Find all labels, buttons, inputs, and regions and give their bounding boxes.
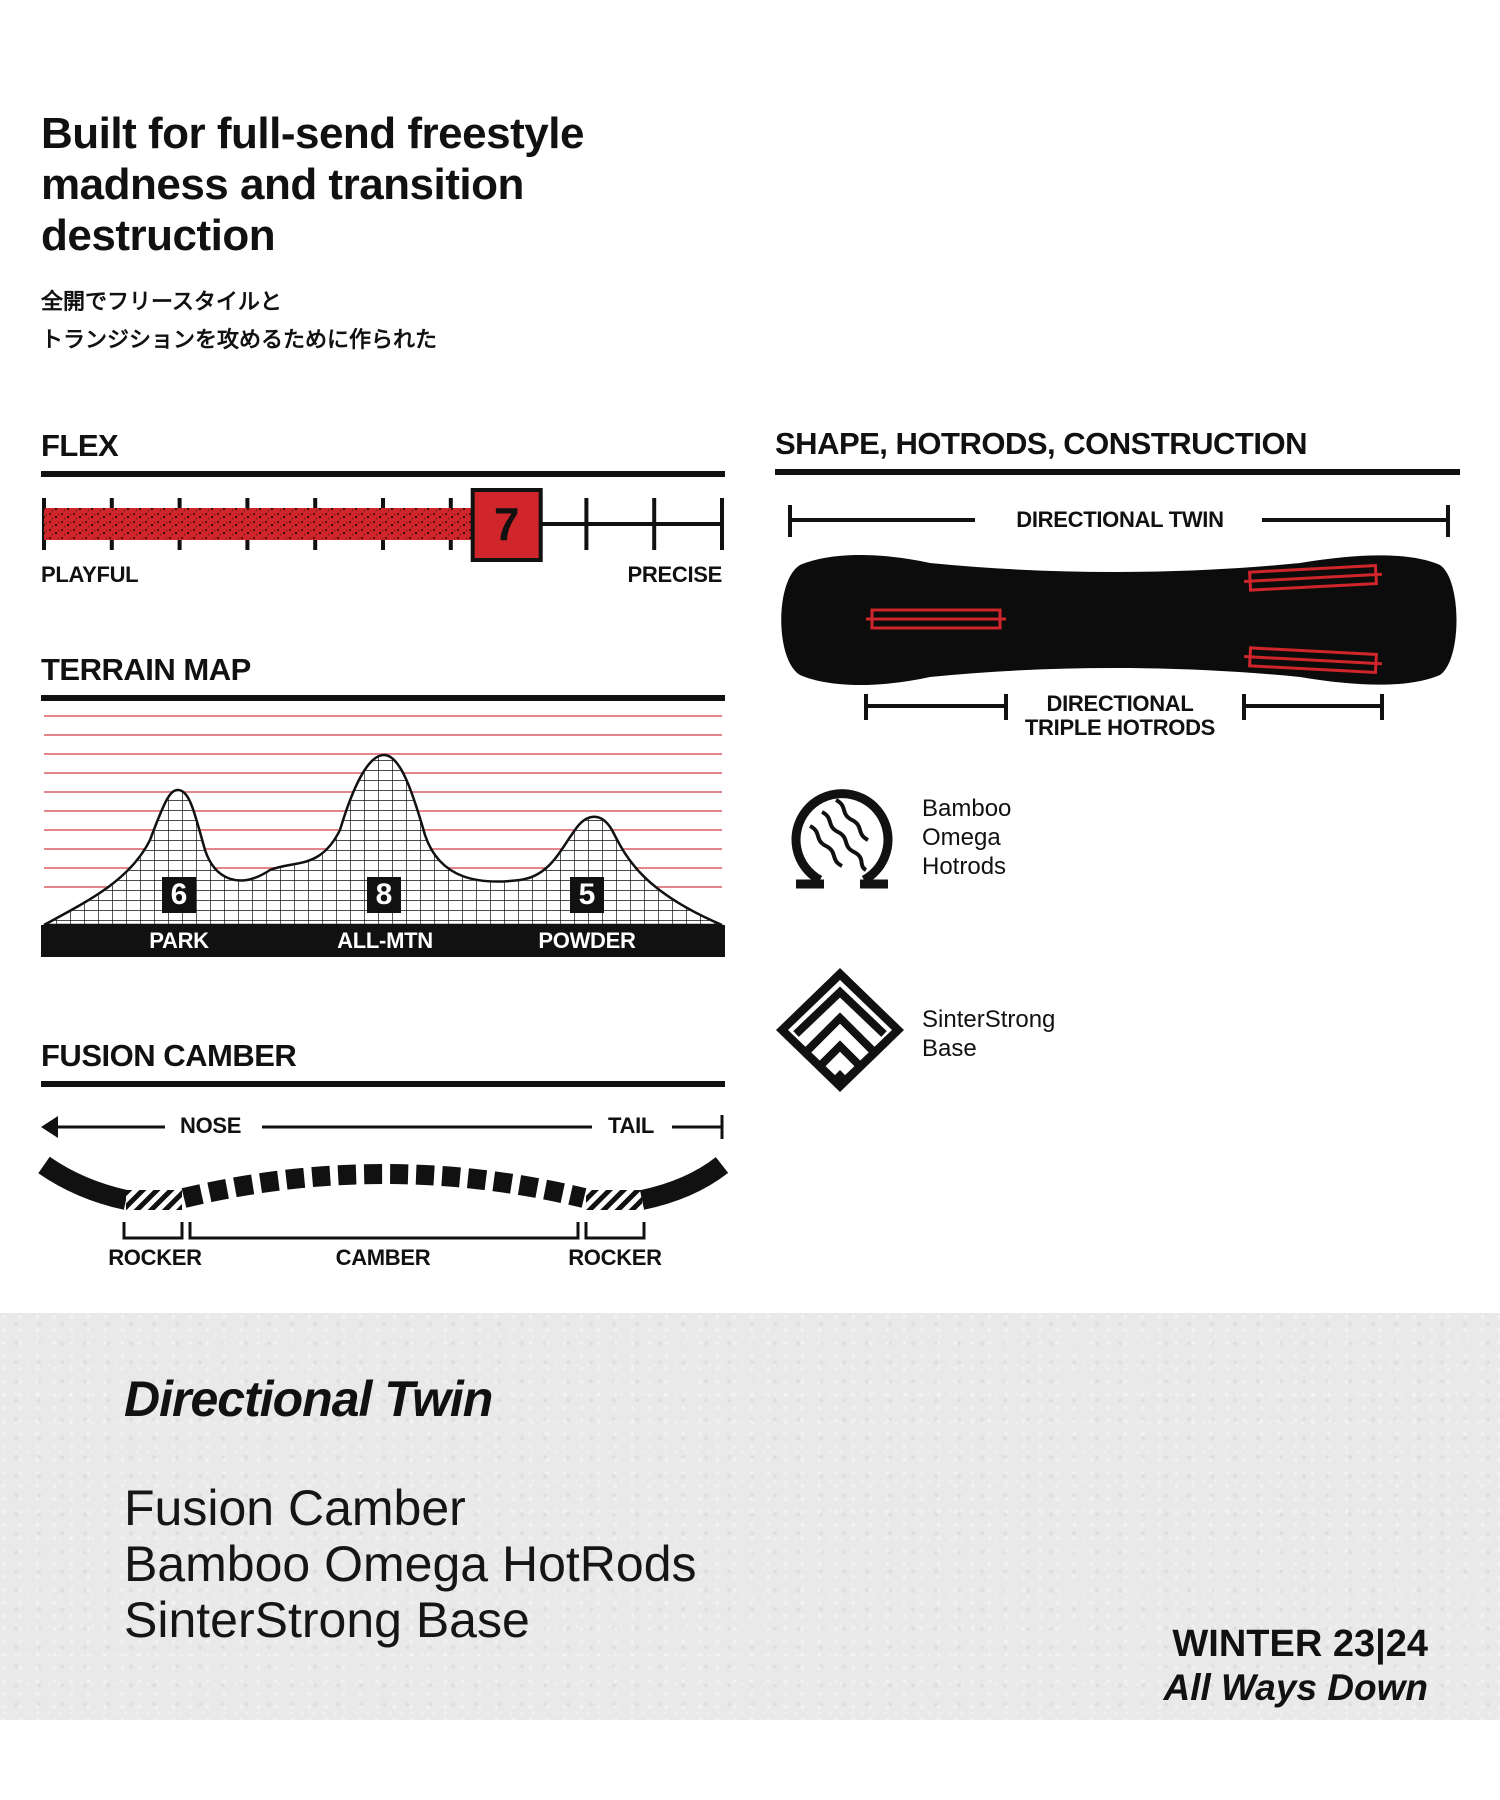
camber-tail-label: TAIL xyxy=(608,1113,655,1138)
diamond-chevron-icon xyxy=(776,968,904,1092)
shape-title: SHAPE, HOTRODS, CONSTRUCTION xyxy=(775,426,1307,461)
directional-twin-label: DIRECTIONAL TWIN xyxy=(1016,507,1224,532)
terrain-rule xyxy=(41,695,725,701)
hotrod-tail-upper xyxy=(1244,563,1382,592)
flex-value-box xyxy=(470,488,543,562)
flex-left-label: PLAYFUL xyxy=(41,562,139,587)
terrain-mountain-mesh xyxy=(43,753,723,927)
terrain-score-powder: 5 xyxy=(570,877,604,913)
season-label: WINTER 23|24 xyxy=(1172,1623,1428,1665)
headline-japanese: 全開でフリースタイルと トランジションを攻めるために作られた xyxy=(41,290,438,353)
season-tagline: All Ways Down xyxy=(1163,1667,1428,1708)
terrain-label-park: PARK xyxy=(149,928,209,953)
flex-title: FLEX xyxy=(41,428,119,463)
camber-arch xyxy=(181,1164,587,1208)
camber-arrow-head xyxy=(41,1116,58,1138)
camber-tail-curve xyxy=(639,1157,729,1210)
camber-segment-camber: CAMBER xyxy=(335,1245,431,1270)
hotrod-tail-lower xyxy=(1244,646,1382,675)
bracket-rocker-right xyxy=(584,1222,646,1240)
hotrod-nose xyxy=(866,608,1006,630)
camber-title: FUSION CAMBER xyxy=(41,1038,297,1073)
footer-shape-name: Directional Twin xyxy=(124,1371,493,1427)
flex-right-label: PRECISE xyxy=(627,562,723,587)
footer-feature-list: Fusion Camber Bamboo Omega HotRods Sinte… xyxy=(124,1480,697,1648)
omega-icon xyxy=(791,789,893,889)
feature-label-omega: Bamboo Omega Hotrods xyxy=(922,795,1012,880)
flex-value: 7 xyxy=(494,498,520,550)
terrain-label-allmtn: ALL-MTN xyxy=(337,928,433,953)
hotrods-label-line1: DIRECTIONAL xyxy=(1046,691,1194,716)
camber-rule xyxy=(41,1081,725,1087)
terrain-score-park: 6 xyxy=(162,877,196,913)
bracket-rocker-left xyxy=(122,1222,184,1240)
camber-nose-label: NOSE xyxy=(180,1113,242,1138)
flex-rule xyxy=(41,471,725,477)
shape-rule xyxy=(775,469,1460,475)
camber-rocker-hatch-left xyxy=(126,1190,182,1210)
footer-panel xyxy=(0,1313,1500,1720)
camber-segment-rocker-left: ROCKER xyxy=(108,1245,202,1270)
camber-nose-curve xyxy=(38,1156,129,1210)
camber-rocker-hatch-right xyxy=(586,1190,642,1210)
camber-segment-rocker-right: ROCKER xyxy=(568,1245,662,1270)
headline: Built for full-send freestyle madness an… xyxy=(41,109,584,260)
flex-fill-bar xyxy=(44,508,473,540)
hotrods-label-line2: TRIPLE HOTRODS xyxy=(1024,715,1216,740)
terrain-base-bar xyxy=(41,925,725,957)
terrain-title: TERRAIN MAP xyxy=(41,652,251,687)
terrain-label-powder: POWDER xyxy=(538,928,636,953)
feature-label-base: SinterStrong Base xyxy=(922,1006,1056,1062)
bracket-camber xyxy=(188,1222,580,1240)
terrain-score-allmtn: 8 xyxy=(367,877,401,913)
